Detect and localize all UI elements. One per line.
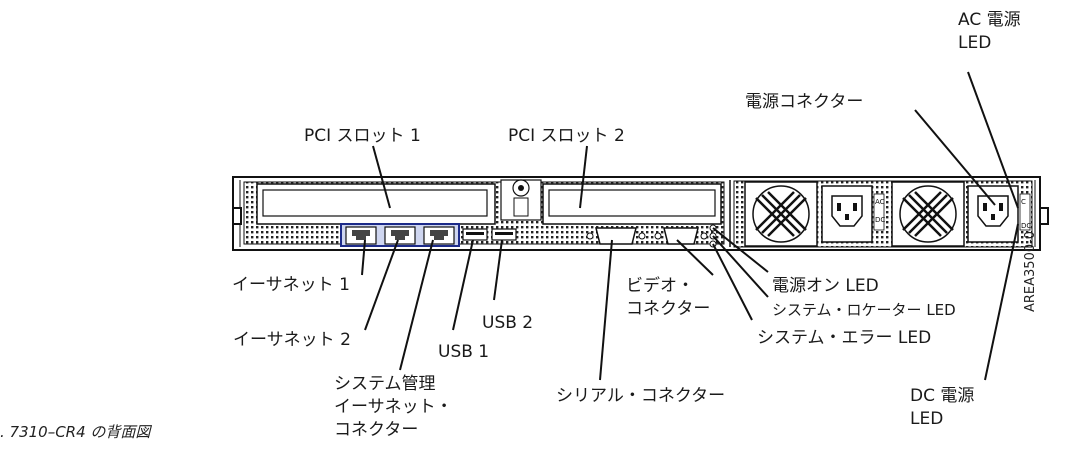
svg-text:C: C [1021,198,1026,206]
figure-caption: . 7310–CR4 の背面図 [0,423,151,441]
system-mgmt-label-1: システム管理 [334,374,436,394]
power-connector-label: 電源コネクター [745,92,864,112]
video-connector-label-1: ビデオ・ [626,276,694,296]
pci-slot-1 [256,183,496,225]
center-bracket [500,179,542,221]
ethernet-ports [340,223,460,247]
pci-slot-1-label: PCI スロット 1 [304,126,421,146]
video-connector-shape [654,227,708,245]
system-mgmt-label-2: イーサネット・ [334,397,453,417]
power-supply-area [733,180,1033,248]
ac-power-led-label: AC 電源 [958,10,1021,30]
pci-slot-2 [542,183,722,225]
server-chassis [232,176,1049,251]
serial-connector-label: シリアル・コネクター [556,386,726,406]
power-on-led-label: 電源オン LED [772,276,879,296]
usb-2-label: USB 2 [482,313,534,333]
video-connector-label-2: コネクター [626,299,711,319]
usb-1-label: USB 1 [438,342,490,362]
ac-power-led-label-2: LED [958,33,992,53]
svg-text:DC: DC [1021,222,1031,230]
serial-connector-shape [586,227,646,245]
svg-text:AC: AC [875,198,885,206]
figure-id: AREA3500-0 [1023,230,1038,312]
ethernet-1-label: イーサネット 1 [232,275,350,295]
dc-power-led-label-2: LED [910,409,944,429]
leader-lines [361,71,1019,381]
system-error-led-label: システム・エラー LED [757,328,932,348]
svg-text:DC: DC [875,216,885,224]
psu-markings: AC DC C DC [875,198,1031,230]
usb-ports [462,228,517,241]
system-mgmt-label-3: コネクター [334,420,419,440]
dc-power-led-label: DC 電源 [910,386,975,406]
pci-slot-2-label: PCI スロット 2 [508,126,625,146]
ethernet-2-label: イーサネット 2 [233,330,351,350]
system-locator-led-label: システム・ロケーター LED [772,301,956,319]
